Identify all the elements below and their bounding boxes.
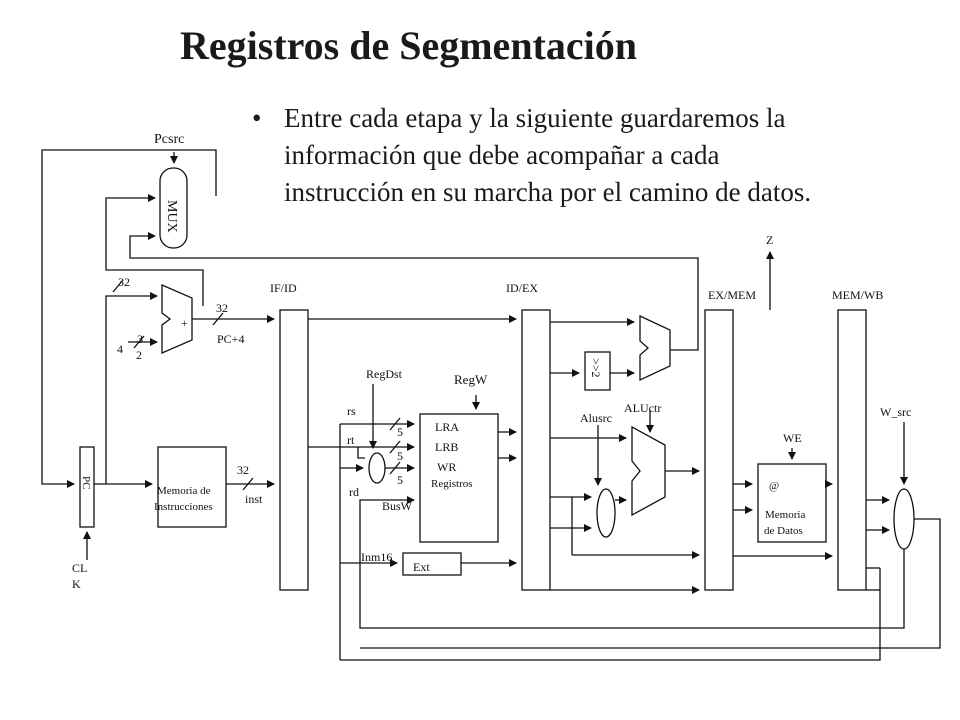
bullet-text: Entre cada etapa y la siguiente guardare…: [284, 100, 924, 211]
shift-label: >>2: [589, 358, 603, 378]
regdst-label: RegDst: [366, 367, 403, 381]
width-32-label: 32: [118, 275, 130, 289]
width-2-label: 2: [136, 348, 142, 362]
id-ex-label: ID/EX: [506, 281, 538, 295]
pc-label: PC: [80, 476, 92, 489]
width-32-label: 32: [237, 463, 249, 477]
if-id-register: [279, 309, 309, 591]
page-title: Registros de Segmentación: [180, 23, 637, 68]
busw-label: BusW: [382, 499, 413, 513]
pc-source-mux: [159, 167, 188, 249]
bullet-line-2: información que debe acompañar a cada: [284, 140, 720, 170]
inm16-label: Inm16: [361, 550, 392, 564]
ext-label: Ext: [413, 560, 430, 574]
writeback-mux: [893, 488, 915, 550]
width-5-label: 5: [397, 425, 403, 439]
mem-wb-register: [837, 309, 867, 591]
mux-label: MUX: [164, 200, 179, 233]
registros-label: Registros: [431, 478, 473, 490]
if-id-label: IF/ID: [270, 281, 297, 295]
clk-label: K: [72, 577, 81, 591]
aluctr-label: ALUctr: [624, 401, 661, 415]
id-ex-register: [521, 309, 551, 591]
dmem-label: Memoria: [765, 509, 805, 521]
branch-adder: [639, 314, 671, 382]
rd-label: rd: [349, 485, 359, 499]
imem-label: Memoria de: [157, 485, 211, 497]
wr-label: WR: [437, 460, 456, 474]
z-label: Z: [766, 233, 773, 247]
mem-wb-label: MEM/WB: [832, 288, 883, 302]
we-label: WE: [783, 431, 802, 445]
ex-mem-label: EX/MEM: [708, 288, 756, 302]
inst-label: inst: [245, 492, 263, 506]
rs-label: rs: [347, 404, 356, 418]
data-memory: [757, 463, 827, 543]
bullet-marker: •: [252, 103, 262, 133]
bullet-line-1: Entre cada etapa y la siguiente guardare…: [284, 103, 786, 133]
regw-label: RegW: [454, 372, 488, 387]
imem-label: Instrucciones: [154, 501, 213, 513]
alusrc-mux: [596, 488, 616, 538]
shift-left-unit: [584, 351, 611, 391]
address-label: @: [769, 480, 779, 492]
pcsrc-label: Pcsrc: [154, 132, 184, 147]
rt-label: rt: [347, 433, 355, 447]
alusrc-label: Alusrc: [580, 411, 612, 425]
dmem-label: de Datos: [764, 525, 803, 537]
register-file: [419, 413, 499, 543]
sign-extend-unit: [402, 552, 462, 576]
instruction-memory: [157, 446, 227, 528]
width-5-label: 5: [397, 449, 403, 463]
alu: [631, 425, 666, 517]
width-3-label: 3: [137, 332, 143, 346]
pc-register: [79, 446, 95, 528]
w-src-label: W_src: [880, 405, 911, 419]
lrb-label: LRB: [435, 440, 458, 454]
ex-mem-register: [704, 309, 734, 591]
lra-label: LRA: [435, 420, 459, 434]
clk-label: CL: [72, 561, 87, 575]
pc-plus4-label: PC+4: [217, 332, 244, 346]
bullet-line-3: instrucción en su marcha por el camino d…: [284, 177, 812, 207]
regdst-mux: [368, 452, 386, 484]
const-4-label: 4: [117, 342, 123, 356]
adder-plus-label: +: [181, 316, 188, 330]
width-5-label: 5: [397, 473, 403, 487]
width-32-label: 32: [216, 301, 228, 315]
pc-adder: [161, 284, 193, 354]
